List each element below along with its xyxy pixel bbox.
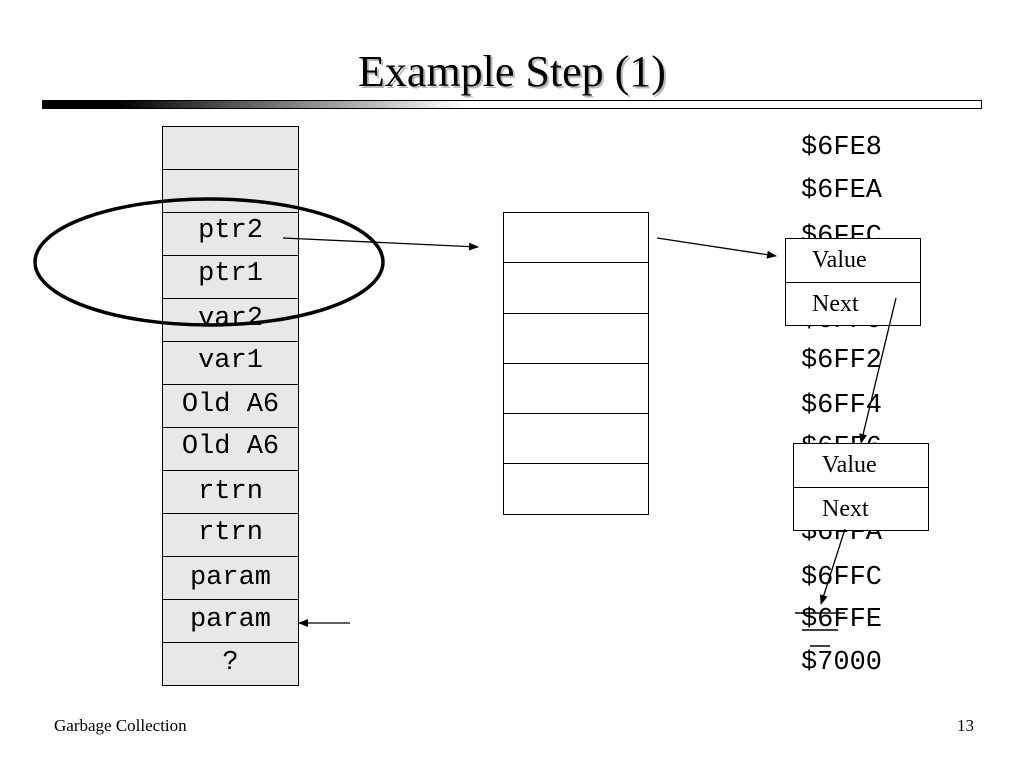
- node-next-field: Next: [786, 282, 920, 325]
- stack-cell: ptr1: [162, 255, 299, 299]
- pointer-array-block: [503, 212, 649, 515]
- stack-cell: rtrn: [162, 470, 299, 514]
- node-next-field: Next: [794, 487, 928, 530]
- stack-cell-content: rtrn: [198, 477, 263, 507]
- next-to-node-arrow: [859, 297, 897, 444]
- stack-cell-content: param: [189, 605, 271, 635]
- stack-cell-content: ptr2: [198, 216, 263, 246]
- stack-address: $7000: [800, 648, 882, 678]
- node-value-field: Value: [812, 247, 867, 273]
- stack-address: $6FF2: [800, 346, 882, 376]
- stack-cell: param: [162, 599, 299, 643]
- node-value-field: Value: [822, 452, 877, 478]
- list-node: Value Next: [785, 238, 921, 326]
- stack-cell-content: param: [189, 563, 271, 593]
- array-cell: [503, 262, 649, 314]
- title-underline-bar: [42, 100, 982, 109]
- stack-cell: ?: [162, 642, 299, 686]
- stack-address: $6FF4: [800, 391, 882, 421]
- array-cell: [503, 312, 649, 364]
- stack-cell-content: ?: [222, 648, 239, 678]
- null-ground-icon: [795, 612, 845, 647]
- stack-cell: Old A6: [162, 427, 299, 471]
- stack-cell: [162, 126, 299, 170]
- stack-cell: Old A6: [162, 384, 299, 428]
- stack-cell-content: Old A6: [181, 390, 280, 420]
- stack-cell: [162, 169, 299, 213]
- list-node: Value Next: [793, 443, 929, 531]
- stack-cell-content: var1: [198, 346, 263, 376]
- ptr2-arrow: [282, 237, 479, 251]
- array-cell: [503, 463, 649, 515]
- stack-cell-content: rtrn: [198, 518, 263, 548]
- stack-cell-content: var2: [198, 304, 263, 334]
- stack-address: $6FEA: [800, 176, 882, 206]
- page-number: 13: [957, 716, 974, 735]
- array-cell: [503, 413, 649, 465]
- memory-stack: ptr2 ptr1 var2 var1 Old A6 Old A6 rtrn r…: [162, 126, 299, 686]
- stack-cell: param: [162, 556, 299, 600]
- stack-cell: var1: [162, 341, 299, 385]
- slide-title: Example Step (1): [358, 47, 666, 96]
- stack-address: $6FFC: [800, 563, 882, 593]
- array-cell: [503, 212, 649, 264]
- array-to-node-arrow: [656, 237, 777, 259]
- stack-cell-content: Old A6: [181, 432, 280, 462]
- stack-address: $6FE8: [800, 133, 882, 163]
- next-to-null-arrow: [819, 528, 846, 605]
- stack-cell-content: ptr1: [198, 259, 263, 289]
- stack-cell: rtrn: [162, 513, 299, 557]
- highlight-ellipse: [33, 197, 385, 327]
- footer-course-title: Garbage Collection: [54, 716, 187, 735]
